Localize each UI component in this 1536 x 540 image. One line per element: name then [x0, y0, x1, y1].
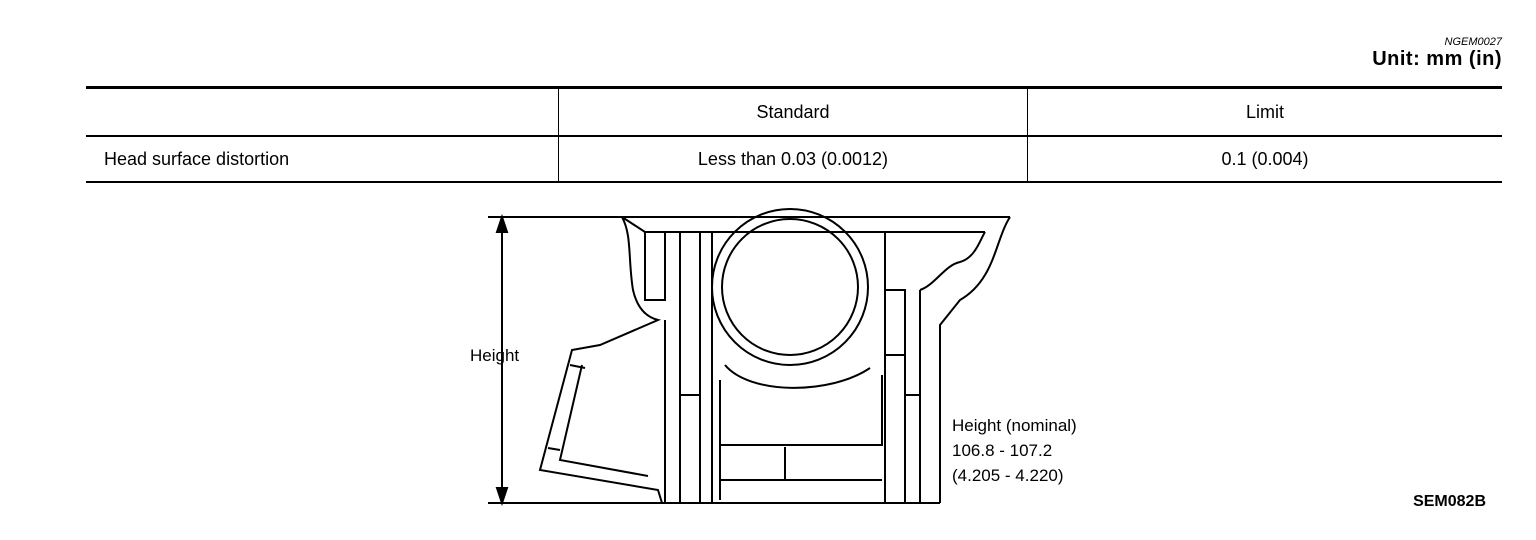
- nominal-height-in: (4.205 - 4.220): [952, 466, 1064, 485]
- row-standard: Less than 0.03 (0.0012): [558, 137, 1027, 181]
- document-code: NGEM0027: [1444, 36, 1502, 48]
- spec-table: Standard Limit Head surface distortion L…: [86, 86, 1502, 183]
- height-label: Height: [470, 346, 519, 365]
- cylinder-head-outline: [488, 208, 1011, 504]
- table-header-row: Standard Limit: [86, 89, 1502, 135]
- table-header-rule: [86, 135, 1502, 137]
- table-bottom-rule: [86, 181, 1502, 183]
- nominal-height-mm: 106.8 - 107.2: [952, 441, 1052, 460]
- unit-label: Unit: mm (in): [1372, 48, 1502, 70]
- nominal-height-label: Height (nominal): [952, 416, 1077, 435]
- height-dimension-arrow: [495, 213, 509, 507]
- table-top-rule: [86, 86, 1502, 89]
- header-limit: Limit: [1027, 89, 1502, 135]
- row-limit: 0.1 (0.004): [1027, 137, 1502, 181]
- figure-code: SEM082B: [1413, 493, 1486, 510]
- table-row: Head surface distortion Less than 0.03 (…: [86, 137, 1502, 181]
- header-standard: Standard: [558, 89, 1027, 135]
- row-item: Head surface distortion: [104, 148, 290, 169]
